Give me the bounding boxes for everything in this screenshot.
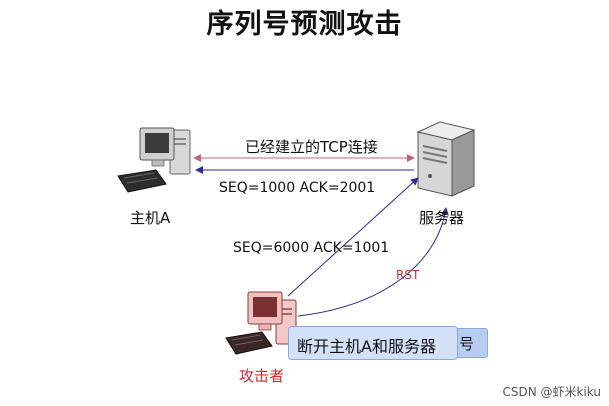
host-a-computer-icon [117, 127, 191, 193]
attacker-label: 攻击者 [239, 367, 285, 385]
server-label: 服务器 [419, 209, 465, 227]
attacker-to-server-arrow [287, 177, 419, 297]
watermark: CSDN @虾米kiku [502, 385, 602, 399]
tooltip-suffix: 号 [459, 335, 475, 353]
seq-ack-label-1: SEQ=1000 ACK=2001 [219, 180, 376, 196]
tcp-connection-label: 已经建立的TCP连接 [245, 138, 378, 156]
rst-label: RST [396, 268, 420, 282]
diagram-title: 序列号预测攻击 [206, 9, 403, 40]
seq-ack-label-2: SEQ=6000 ACK=1001 [233, 240, 390, 256]
host-a-label: 主机A [130, 209, 171, 227]
server-tower-icon [416, 121, 476, 197]
tooltip-popup: 断开主机A和服务器 [288, 326, 458, 360]
attacker-computer-icon [225, 291, 297, 355]
rst-arrow [297, 207, 449, 317]
